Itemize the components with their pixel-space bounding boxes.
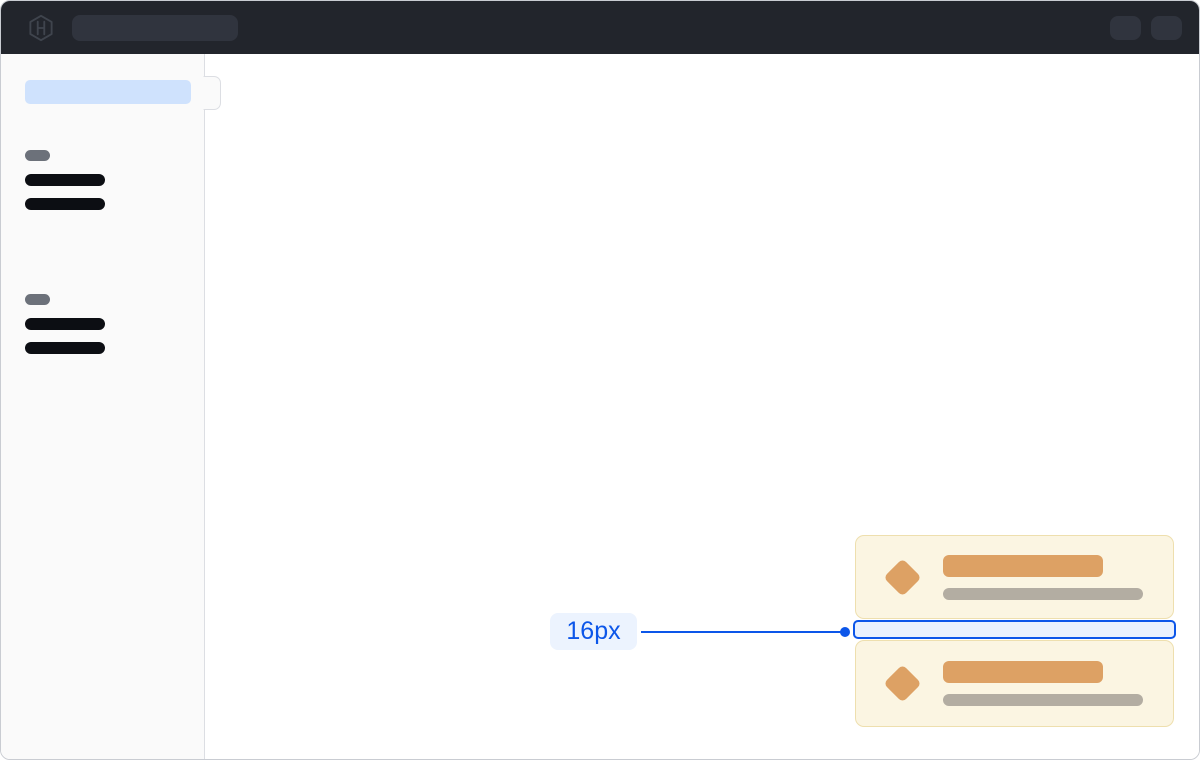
card-title-placeholder bbox=[943, 554, 1103, 577]
sidebar-item-placeholder[interactable] bbox=[25, 198, 105, 210]
sidebar-section-label-placeholder bbox=[25, 294, 50, 305]
card-text-placeholders bbox=[943, 661, 1143, 706]
sidebar-section-label-placeholder bbox=[25, 150, 50, 161]
nav-action-placeholder-1[interactable] bbox=[1110, 15, 1141, 40]
card-gap bbox=[853, 619, 1176, 640]
diamond-icon bbox=[883, 557, 922, 597]
sidebar-item-placeholder[interactable] bbox=[25, 174, 105, 186]
card-text-placeholders bbox=[943, 554, 1143, 600]
nav-action-placeholder-2[interactable] bbox=[1151, 15, 1182, 40]
sidebar bbox=[1, 54, 221, 759]
search-input-placeholder[interactable] bbox=[72, 14, 238, 41]
card-subtitle-placeholder bbox=[943, 694, 1143, 706]
app-header bbox=[1, 1, 1199, 54]
main-content: 16px bbox=[205, 54, 1199, 759]
card-stack bbox=[853, 535, 1176, 727]
sidebar-toggle-handle[interactable] bbox=[203, 76, 221, 110]
list-card-placeholder[interactable] bbox=[855, 535, 1174, 619]
card-subtitle-placeholder bbox=[943, 587, 1143, 600]
sidebar-item-placeholder[interactable] bbox=[25, 342, 105, 354]
diamond-icon bbox=[883, 664, 922, 703]
card-title-placeholder bbox=[943, 661, 1103, 683]
spacing-value-label: 16px bbox=[550, 613, 637, 650]
hashicorp-logo-icon[interactable] bbox=[27, 14, 55, 42]
sidebar-selected-item-placeholder[interactable] bbox=[25, 80, 191, 104]
annotation-connector-dot bbox=[840, 627, 850, 637]
annotation-connector-line bbox=[641, 631, 841, 633]
list-card-placeholder[interactable] bbox=[855, 640, 1174, 727]
spacing-highlight-region bbox=[853, 620, 1176, 639]
sidebar-item-placeholder[interactable] bbox=[25, 318, 105, 330]
